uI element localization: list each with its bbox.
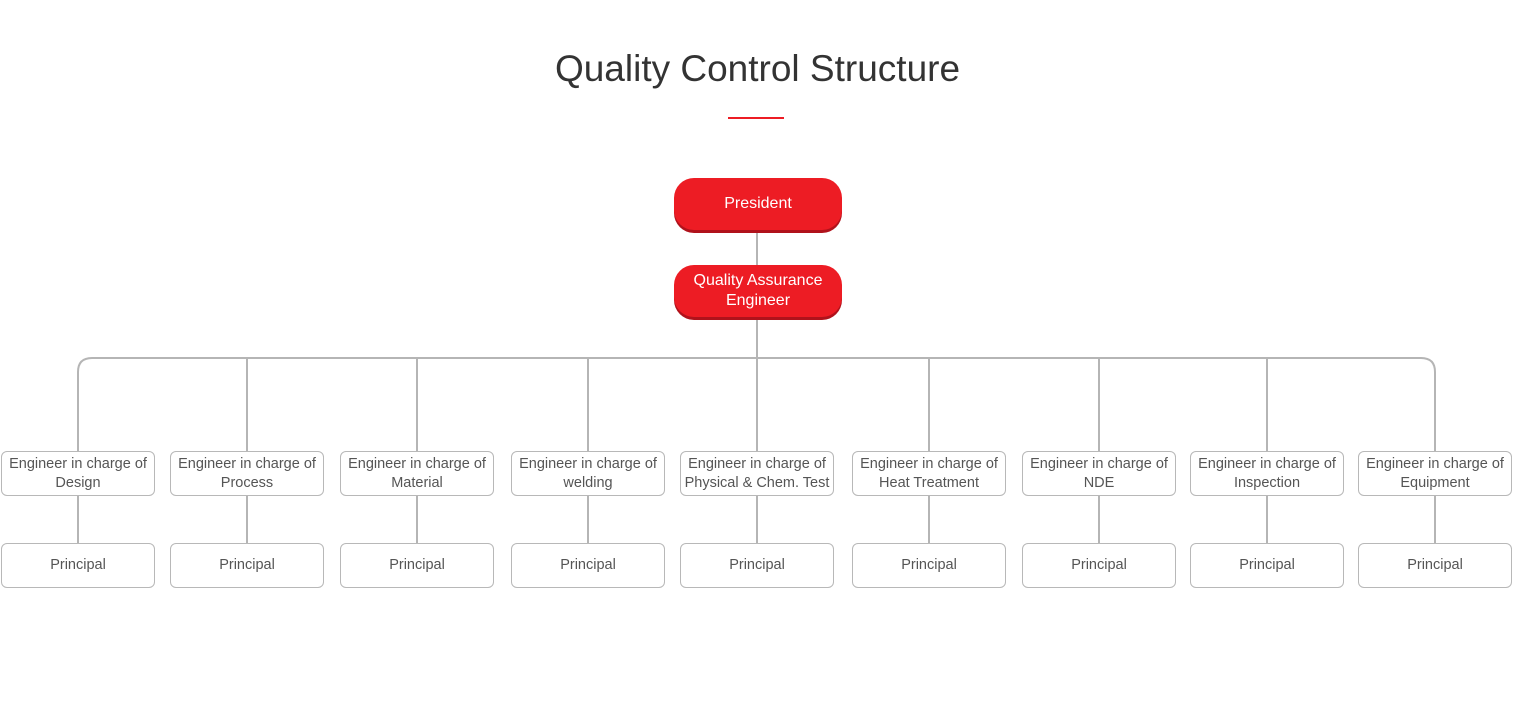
department-node[interactable]: Engineer in charge of NDE bbox=[1022, 451, 1176, 496]
department-node[interactable]: Engineer in charge of Heat Treatment bbox=[852, 451, 1006, 496]
title-underline bbox=[728, 117, 784, 119]
department-node[interactable]: Engineer in charge of Physical & Chem. T… bbox=[680, 451, 834, 496]
principal-node[interactable]: Principal bbox=[1190, 543, 1344, 588]
principal-node[interactable]: Principal bbox=[170, 543, 324, 588]
principal-node[interactable]: Principal bbox=[511, 543, 665, 588]
principal-node[interactable]: Principal bbox=[680, 543, 834, 588]
department-node[interactable]: Engineer in charge of Inspection bbox=[1190, 451, 1344, 496]
department-node[interactable]: Engineer in charge of Material bbox=[340, 451, 494, 496]
department-node[interactable]: Engineer in charge of Process bbox=[170, 451, 324, 496]
principal-node[interactable]: Principal bbox=[1358, 543, 1512, 588]
president-node[interactable]: President bbox=[674, 178, 842, 230]
department-node[interactable]: Engineer in charge of Design bbox=[1, 451, 155, 496]
department-node[interactable]: Engineer in charge of welding bbox=[511, 451, 665, 496]
principal-node[interactable]: Principal bbox=[340, 543, 494, 588]
principal-node[interactable]: Principal bbox=[1022, 543, 1176, 588]
principal-node[interactable]: Principal bbox=[852, 543, 1006, 588]
principal-node[interactable]: Principal bbox=[1, 543, 155, 588]
page-title: Quality Control Structure bbox=[554, 48, 961, 89]
department-node[interactable]: Engineer in charge of Equipment bbox=[1358, 451, 1512, 496]
qa-engineer-node[interactable]: Quality Assurance Engineer bbox=[674, 265, 842, 317]
